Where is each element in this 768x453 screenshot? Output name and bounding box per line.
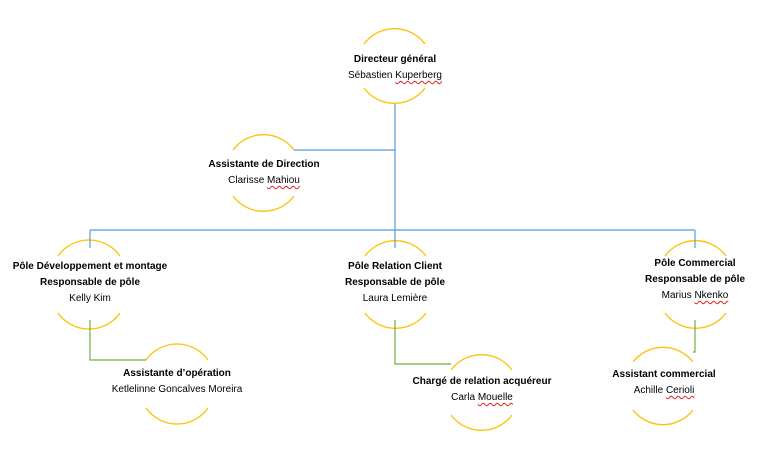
- node-directeur-general: Directeur général Sébastien Kuperberg: [325, 52, 465, 84]
- node-assistante-operation: Assistante d’opération Ketlelinne Goncal…: [97, 366, 257, 398]
- node-title: Directeur général: [353, 54, 437, 65]
- arc-bottom-dg: [363, 87, 426, 104]
- node-title: Pôle Relation Client: [348, 261, 442, 272]
- blue-connectors: [89, 104, 696, 248]
- arc-top-dev: [57, 239, 121, 257]
- node-pole-relation-client: Pôle Relation Client Responsable de pôle…: [325, 259, 465, 307]
- node-name: Ketlelinne Goncalves Moreira: [111, 384, 243, 395]
- spellcheck-word: Kuperberg: [395, 70, 442, 81]
- node-pole-developpement: Pôle Développement et montage Responsabl…: [5, 259, 175, 307]
- node-role: Responsable de pôle: [644, 274, 746, 285]
- node-title: Chargé de relation acquéreur: [412, 376, 552, 387]
- node-name: Carla Mouelle: [451, 392, 513, 403]
- arc-bottom-acq: [450, 414, 513, 431]
- node-name: Clarisse Mahiou: [228, 175, 300, 186]
- node-title: Assistant commercial: [612, 369, 716, 380]
- green-connectors: [89, 320, 696, 365]
- node-title: Assistante de Direction: [208, 159, 320, 170]
- arc-top-ad: [232, 134, 295, 151]
- node-name: Marius Nkenko: [661, 290, 729, 301]
- node-title: Pôle Développement et montage: [12, 261, 168, 272]
- node-arcs: [57, 28, 727, 431]
- arc-bottom-ad: [232, 195, 295, 212]
- spellcheck-word: Mouelle: [477, 392, 513, 403]
- node-title: Assistante d’opération: [123, 368, 231, 379]
- node-name: Laura Lemière: [362, 293, 428, 304]
- connector-dev-op: [89, 320, 146, 361]
- node-assistant-commercial: Assistant commercial Achille Cerioli: [594, 367, 734, 399]
- spellcheck-word: Mahiou: [267, 175, 300, 186]
- arc-top-op: [145, 343, 209, 361]
- node-role: Responsable de pôle: [39, 277, 141, 288]
- arc-bottom-op: [145, 407, 209, 425]
- node-name: Sébastien Kuperberg: [348, 70, 442, 81]
- spellcheck-word: Cerioli: [665, 385, 695, 396]
- arc-bottom-dev: [57, 312, 121, 330]
- node-title: Pôle Commercial: [654, 258, 736, 269]
- connector-com-ac: [693, 320, 696, 353]
- node-name: Kelly Kim: [69, 293, 111, 304]
- connector-rc-acq: [394, 320, 451, 365]
- node-role: Responsable de pôle: [344, 277, 446, 288]
- arc-bottom-ac: [632, 409, 694, 426]
- arc-top-acq: [450, 354, 513, 371]
- node-pole-commercial: Pôle Commercial Responsable de pôle Mari…: [625, 256, 765, 304]
- node-charge-relation-acquereur: Chargé de relation acquéreur Carla Mouel…: [402, 374, 562, 406]
- arc-top-ac: [632, 346, 694, 363]
- arc-top-dg: [363, 28, 426, 45]
- spellcheck-word: Nkenko: [694, 290, 729, 301]
- node-assistante-direction: Assistante de Direction Clarisse Mahiou: [194, 157, 334, 189]
- node-name: Achille Cerioli: [633, 385, 695, 396]
